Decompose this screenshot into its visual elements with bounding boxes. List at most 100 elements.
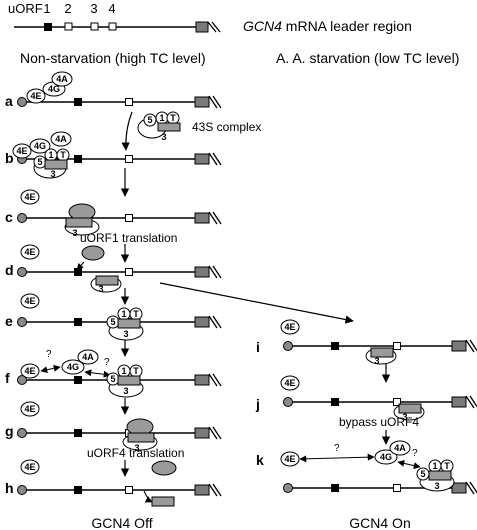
mrna-cap [17,317,27,327]
gcn4-cds [451,396,467,408]
mrna-cap [17,375,27,385]
svg-text:4G: 4G [34,141,46,151]
mrna-row-g [17,426,222,440]
panel-d-eif4e: 4E [20,244,40,260]
svg-text:4G: 4G [380,452,392,462]
svg-text:4E: 4E [24,192,35,202]
panel-k-factors: 4E 4G 4A ? ? 5 1 T 3 [280,440,455,492]
svg-text:5: 5 [420,469,425,479]
uorf1-box [74,98,82,106]
uorf-number-1: 1 [43,1,50,16]
svg-text:4E: 4E [16,146,27,156]
panel-letter-d: d [5,262,14,278]
reloaded-40s-e: 5 1 T 3 [106,307,144,341]
panel-i-eif4e: 4E [280,319,300,335]
uorf1-box [74,318,82,326]
header-uorf3-box [90,22,99,31]
uorf4-box [393,484,401,492]
uorf1-box [74,268,82,276]
panel-e-eif4e: 4E [20,293,40,309]
mrna-row-j [283,395,477,409]
panel-j-eif4e: 4E [280,375,300,391]
released-60s-h [151,460,177,476]
svg-text:4A: 4A [82,352,94,362]
mrna-cap [283,397,293,407]
svg-text:5: 5 [147,115,152,125]
svg-text:5: 5 [110,374,115,384]
svg-text:3: 3 [50,169,55,179]
uorf-label: uORF [8,1,43,16]
panel-rows [17,95,477,497]
panel-f-factors: 4E 4G 4A ? ? 5 1 T 3 [20,349,144,398]
question-mark-f2: ? [104,357,110,368]
gcn4-cds [194,427,210,439]
gcn4-cds [194,266,210,278]
scanning-40s-d: 3 [90,275,122,294]
uorf4-box [393,342,401,350]
panel-letter-a: a [5,93,13,109]
panel-letter-c: c [5,209,13,225]
uorf-number-4: 4 [108,1,115,16]
uorf4-box [125,214,133,222]
header-uorf2-box [64,22,73,31]
svg-text:4G: 4G [67,362,79,372]
gcn4-cds [194,212,210,224]
mrna-cap [17,213,27,223]
svg-text:4A: 4A [394,443,406,453]
svg-text:5: 5 [110,317,115,327]
svg-text:4E: 4E [24,296,35,306]
mrna-cap [17,267,27,277]
mrna-caption: GCN4 mRNA leader region [243,18,412,34]
uorf1-box [74,376,82,384]
uorf-number-2: 2 [64,1,71,16]
mrna-cap [17,485,27,495]
panel-letter-b: b [5,150,14,166]
svg-text:4E: 4E [24,462,35,472]
panel-letter-k: k [256,452,264,468]
gcn4-cds [451,340,467,352]
panel-letter-j: j [255,396,260,412]
panel-g-eif4e: 4E [20,401,40,417]
svg-text:4E: 4E [24,404,35,414]
outcome-right: GCN4 On [349,515,410,530]
mrna-cap [17,428,27,438]
scanning-40s-j: 3 [393,403,425,422]
svg-text:1: 1 [121,309,126,319]
uorf1-box [74,155,82,163]
svg-text:3: 3 [374,356,379,366]
mrna-row-d [17,265,222,279]
eif4a-label: 4A [56,74,68,84]
panel-letter-f: f [5,370,10,386]
header-uorf4-box [108,22,117,31]
svg-text:4E: 4E [284,378,295,388]
panel-h-eif4e: 4E [20,459,40,475]
eif4e-label: 4E [30,91,41,101]
panel-letter-h: h [5,480,14,496]
uorf4-box [125,98,133,106]
released-40s-h [151,496,175,507]
svg-text:1: 1 [159,113,164,123]
svg-text:4E: 4E [24,366,35,376]
condition-right-title: A. A. starvation (low TC level) [276,50,459,66]
svg-text:1: 1 [48,150,53,160]
svg-text:5: 5 [37,157,42,167]
complex-43s-icon: 5 1 T 3 [137,111,181,142]
uorf-number-3: 3 [90,1,97,16]
gcn4-cds [194,153,210,165]
gcn4-cds [194,96,210,108]
gcn4-cds [194,484,210,496]
panel-c-eif4e: 4E [20,189,40,205]
uorf1-box [331,342,339,350]
svg-text:3: 3 [161,132,166,142]
svg-text:4E: 4E [284,322,295,332]
svg-text:1: 1 [121,366,126,376]
svg-text:3: 3 [434,481,439,491]
gcn4-cds [194,374,210,386]
header-uorf1-box [44,23,52,31]
question-mark-f1: ? [46,349,52,360]
svg-text:4A: 4A [55,134,67,144]
arrow-a-b [121,111,133,151]
outcome-left: GCN4 Off [91,515,152,530]
svg-text:3: 3 [402,412,407,422]
